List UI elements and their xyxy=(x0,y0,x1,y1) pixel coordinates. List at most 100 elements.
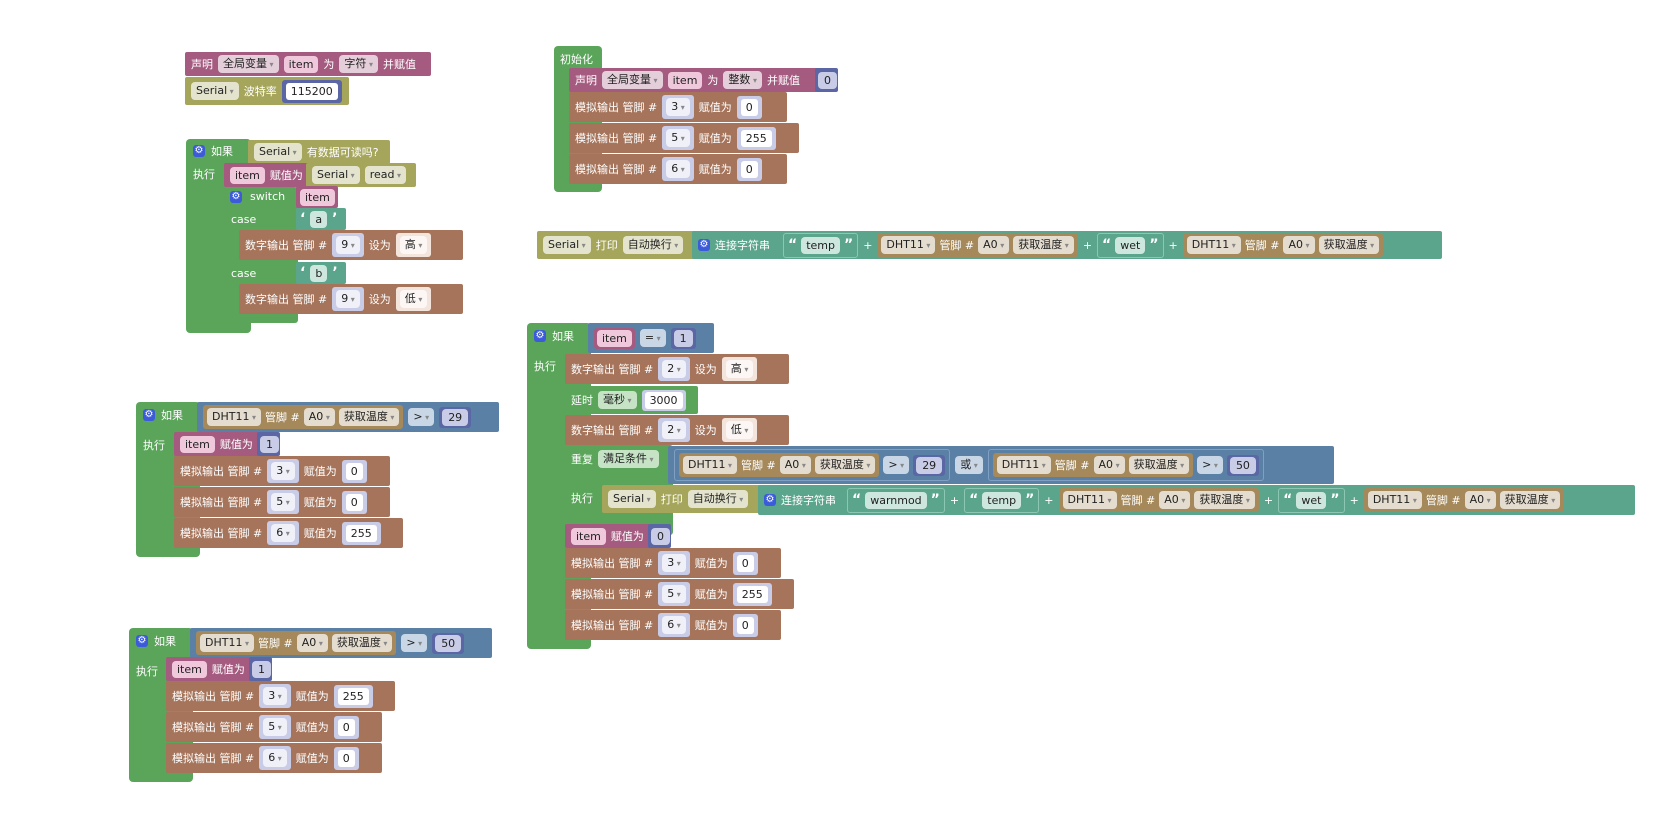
compare-block[interactable]: DHT11管脚 #A0获取温度 > 50 xyxy=(190,628,492,658)
value-block[interactable]: 255 xyxy=(341,521,381,545)
variable-item[interactable]: item xyxy=(180,435,215,453)
logic-operator-dropdown[interactable]: 或 xyxy=(955,456,983,474)
operator-dropdown[interactable]: = xyxy=(639,329,666,347)
string-value[interactable]: warnmod xyxy=(865,491,927,509)
value-block[interactable]: 255 xyxy=(736,126,776,150)
dht-temp-block[interactable]: DHT11管脚 #A0获取温度 xyxy=(1363,488,1565,512)
string-value[interactable]: wet xyxy=(1296,491,1327,509)
serial-dropdown[interactable]: Serial xyxy=(312,166,360,184)
pin-dropdown[interactable]: 9 xyxy=(336,290,360,308)
switch-item-ref[interactable]: item xyxy=(296,186,338,208)
dht-temp-block[interactable]: DHT11管脚 #A0获取温度 xyxy=(1058,488,1259,512)
value-block[interactable]: 0 xyxy=(333,715,359,739)
case-b-string-block[interactable]: ‘ b ’ xyxy=(296,262,346,284)
measure-dropdown[interactable]: 获取温度 xyxy=(1499,491,1561,509)
string-value[interactable]: wet xyxy=(1115,236,1146,254)
value-block[interactable]: 0 xyxy=(333,746,359,770)
time-unit-dropdown[interactable]: 毫秒 xyxy=(598,391,637,409)
operator-dropdown[interactable]: > xyxy=(1197,456,1223,474)
pin-block[interactable]: 3 xyxy=(267,459,299,483)
pin-block[interactable]: 2 xyxy=(658,357,690,381)
variable-item[interactable]: item xyxy=(597,329,632,347)
analog-value[interactable]: 0 xyxy=(736,554,754,572)
string-block[interactable]: “wet” xyxy=(1278,487,1345,513)
pin-dropdown[interactable]: A0 xyxy=(1093,456,1125,474)
serial-dropdown[interactable]: Serial xyxy=(543,236,591,254)
item-ref-block[interactable]: item xyxy=(594,327,635,349)
concat-string-block[interactable]: ⚙ 连接字符串 “temp” + DHT11管脚 #A0获取温度 + “wet”… xyxy=(692,231,1442,259)
pin-block[interactable]: 6 xyxy=(259,746,291,770)
level-dropdown[interactable]: 低 xyxy=(725,421,754,439)
serial-print-block[interactable]: Serial 打印 自动换行 xyxy=(602,485,762,513)
variable-item[interactable]: item xyxy=(300,188,335,206)
newline-dropdown[interactable]: 自动换行 xyxy=(622,236,684,254)
case-a-value[interactable]: a xyxy=(310,210,328,228)
pin-dropdown[interactable]: 3 xyxy=(666,98,690,116)
pin-block[interactable]: 3 xyxy=(259,684,291,708)
level-block[interactable]: 低 xyxy=(395,287,432,311)
number-block[interactable]: 1 xyxy=(249,657,272,681)
string-block[interactable]: “temp” xyxy=(783,232,859,258)
level-block[interactable]: 高 xyxy=(721,357,758,381)
delay-value[interactable]: 3000 xyxy=(644,391,683,409)
operator-dropdown[interactable]: > xyxy=(883,456,910,474)
dht-temp-block[interactable]: DHT11管脚 #A0获取温度 xyxy=(679,453,880,477)
operator-dropdown[interactable]: > xyxy=(408,408,435,426)
string-value[interactable]: temp xyxy=(801,236,840,254)
pin-block[interactable]: 5 xyxy=(259,715,291,739)
gear-icon[interactable]: ⚙ xyxy=(136,635,148,647)
serial-dropdown[interactable]: Serial xyxy=(191,82,239,100)
measure-dropdown[interactable]: 获取温度 xyxy=(1013,236,1074,254)
gear-icon[interactable]: ⚙ xyxy=(764,494,776,506)
assign-item-block[interactable]: item 赋值为 xyxy=(224,163,310,187)
pin-block[interactable]: 6 xyxy=(658,613,690,637)
pin-dropdown[interactable]: 6 xyxy=(271,524,295,542)
serial-dropdown[interactable]: Serial xyxy=(254,143,302,161)
sensor-dropdown[interactable]: DHT11 xyxy=(683,456,738,474)
baud-value[interactable]: 115200 xyxy=(285,82,338,100)
pin-dropdown[interactable]: A0 xyxy=(303,408,335,426)
value-block[interactable]: 255 xyxy=(333,684,373,708)
baud-number-block[interactable]: 115200 xyxy=(281,79,342,103)
pin-block[interactable]: 3 xyxy=(658,551,690,575)
case-b-value[interactable]: b xyxy=(310,264,328,282)
analog-write-block[interactable]: 模拟输出 管脚 #5赋值为0 xyxy=(166,712,382,742)
declare-global-variable-block[interactable]: 声明 全局变量 item 为 整数 并赋值 xyxy=(569,68,819,92)
number-block[interactable]: 50 xyxy=(1226,454,1259,476)
eq-value[interactable]: 1 xyxy=(673,329,693,347)
type-dropdown[interactable]: 字符 xyxy=(339,55,378,73)
gear-icon[interactable]: ⚙ xyxy=(193,145,205,157)
newline-dropdown[interactable]: 自动换行 xyxy=(687,490,749,508)
threshold-value[interactable]: 50 xyxy=(435,634,462,652)
init-value[interactable]: 0 xyxy=(818,71,837,89)
analog-value[interactable]: 0 xyxy=(740,160,758,178)
analog-write-block[interactable]: 模拟输出 管脚 #3赋值为255 xyxy=(166,681,395,711)
serial-dropdown[interactable]: Serial xyxy=(608,490,656,508)
dht-temp-block[interactable]: DHT11管脚 #A0获取温度 xyxy=(1182,233,1384,257)
equals-compare-block[interactable]: item = 1 xyxy=(588,323,714,353)
analog-write-block[interactable]: 模拟输出 管脚 #3赋值为0 xyxy=(565,548,781,578)
variable-item[interactable]: item xyxy=(172,660,207,678)
digital-write-low-block[interactable]: 数字输出 管脚 # 2 设为 低 xyxy=(565,415,789,445)
value-block[interactable]: 0 xyxy=(341,459,367,483)
dht-temp-block[interactable]: DHT11管脚 #A0获取温度 xyxy=(877,233,1078,257)
analog-value[interactable]: 0 xyxy=(345,462,363,480)
analog-value[interactable]: 0 xyxy=(337,749,355,767)
analog-write-block[interactable]: 模拟输出 管脚 #5赋值为0 xyxy=(174,487,390,517)
concat-string-block[interactable]: ⚙ 连接字符串 “warnmod” + “temp” + DHT11管脚 #A0… xyxy=(758,485,1635,515)
pin-dropdown[interactable]: A0 xyxy=(779,456,811,474)
serial-read-block[interactable]: Serial read xyxy=(306,163,416,187)
value-block[interactable]: 0 xyxy=(341,490,367,514)
level-dropdown[interactable]: 高 xyxy=(725,360,754,378)
sensor-dropdown[interactable]: DHT11 xyxy=(881,236,936,254)
analog-value[interactable]: 255 xyxy=(736,585,768,603)
number-block[interactable]: 50 xyxy=(432,632,465,654)
scope-dropdown[interactable]: 全局变量 xyxy=(602,71,663,89)
value-block[interactable]: 255 xyxy=(732,582,772,606)
analog-value[interactable]: 0 xyxy=(337,718,355,736)
pin-dropdown[interactable]: 9 xyxy=(336,236,360,254)
number-block[interactable]: 0 xyxy=(648,524,671,548)
variable-item[interactable]: item xyxy=(571,527,606,545)
gear-icon[interactable]: ⚙ xyxy=(143,409,155,421)
value-block[interactable]: 0 xyxy=(736,95,762,119)
